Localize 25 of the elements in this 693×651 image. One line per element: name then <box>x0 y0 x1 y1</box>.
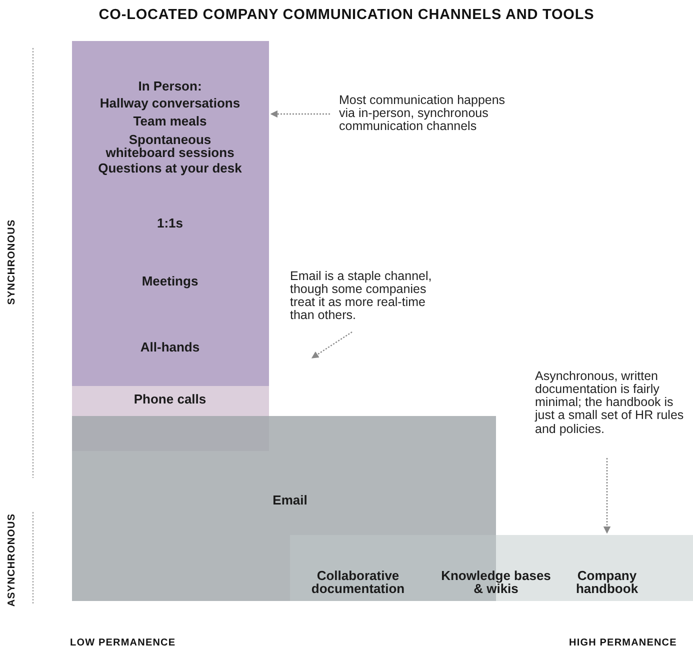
axis-label: SYNCHRONOUS <box>6 219 18 305</box>
axis-label: ASYNCHRONOUS <box>6 513 18 607</box>
channel-label: 1:1s <box>156 216 184 230</box>
channel-label: Phone calls <box>132 392 208 406</box>
axis-label: LOW PERMANENCE <box>70 638 176 648</box>
channel-label: Spontaneous whiteboard sessions <box>104 133 236 159</box>
channel-label: In Person: <box>137 80 203 92</box>
annotation-text: Asynchronous, written documentation is fairly minimal; the handbook is just a small set of HR rules and policies. <box>535 370 685 436</box>
channel-region <box>290 535 693 601</box>
channel-label: All-hands <box>139 340 201 354</box>
channel-label: Collaborative documentation <box>310 569 406 595</box>
channel-label: Email <box>272 494 308 506</box>
channel-label: Questions at your desk <box>97 162 243 174</box>
annotation-text: Most communication happens via in-person, synchronous communication channels <box>339 94 506 134</box>
annotation-text: Email is a staple channel, though some companies treat it as more real-time than others. <box>290 270 433 322</box>
arrow <box>311 332 352 358</box>
arrow <box>603 458 611 534</box>
axis-label: HIGH PERMANENCE <box>569 638 677 648</box>
channel-label: Team meals <box>132 114 208 128</box>
channel-label: Company handbook <box>574 569 640 595</box>
channel-label: Meetings <box>140 274 200 288</box>
channel-label: Knowledge bases & wikis <box>440 569 552 595</box>
arrow <box>270 110 330 118</box>
channel-label: Hallway conversations <box>98 96 242 110</box>
title: CO-LOCATED COMPANY COMMUNICATION CHANNELS AND TOOLS <box>98 7 596 23</box>
